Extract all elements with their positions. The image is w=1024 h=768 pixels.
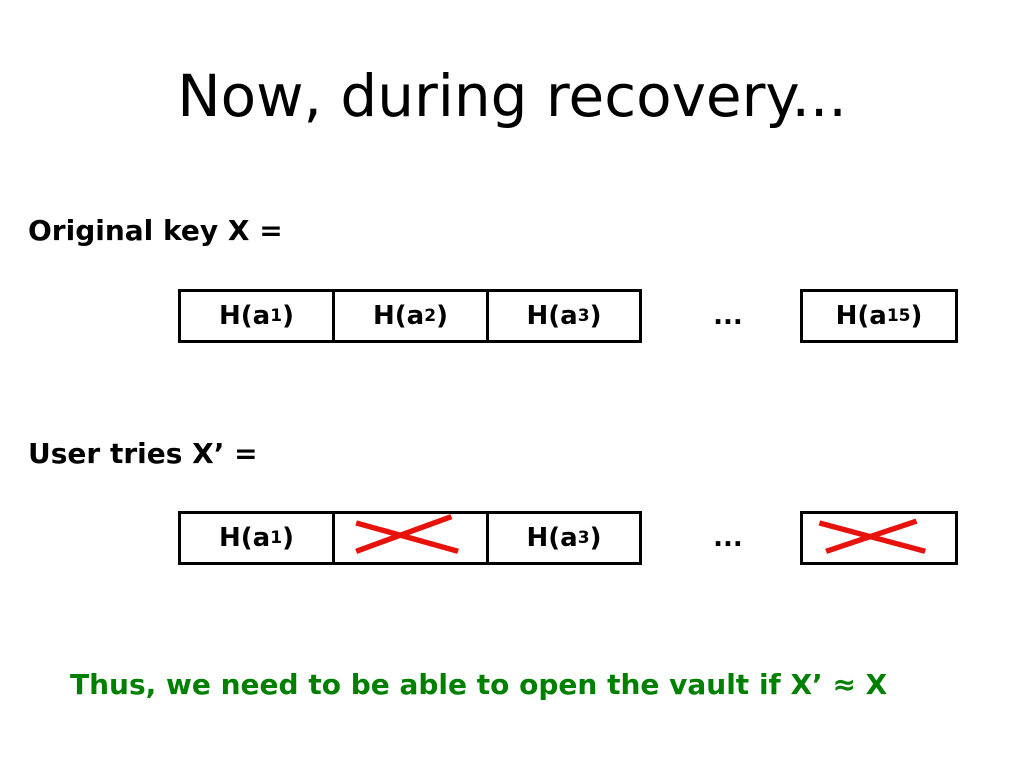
cell-prefix: H(a — [526, 301, 578, 331]
cell-prefix: H(a — [219, 523, 271, 553]
user-key-ellipsis: ... — [713, 523, 743, 553]
cell-suffix: ) — [282, 301, 294, 331]
original-key-ellipsis: ... — [713, 301, 743, 331]
slide-title: Now, during recovery... — [177, 62, 847, 130]
cell-prefix: H(a — [526, 523, 578, 553]
cell-suffix: ) — [589, 523, 602, 553]
user-key-cell-2-mismatch — [332, 511, 489, 565]
conclusion-text: Thus, we need to be able to open the vau… — [70, 668, 888, 701]
cell-prefix: H(a — [373, 301, 425, 331]
cell-prefix: H(a — [219, 301, 271, 331]
red-cross-icon — [355, 514, 459, 554]
cross-stroke-b — [355, 514, 453, 554]
cell-suffix: ) — [436, 301, 448, 331]
user-key-cell-15-mismatch — [800, 511, 958, 565]
cross-stroke-a — [355, 520, 459, 554]
original-key-label: Original key X = — [28, 214, 283, 247]
cell-suffix: ) — [282, 523, 294, 553]
red-cross-icon — [818, 518, 926, 554]
cell-suffix: ) — [910, 301, 923, 331]
cell-prefix: H(a — [835, 301, 887, 331]
cell-suffix: ) — [589, 301, 602, 331]
user-key-label: User tries X’ = — [28, 437, 258, 470]
cross-stroke-b — [825, 518, 918, 554]
